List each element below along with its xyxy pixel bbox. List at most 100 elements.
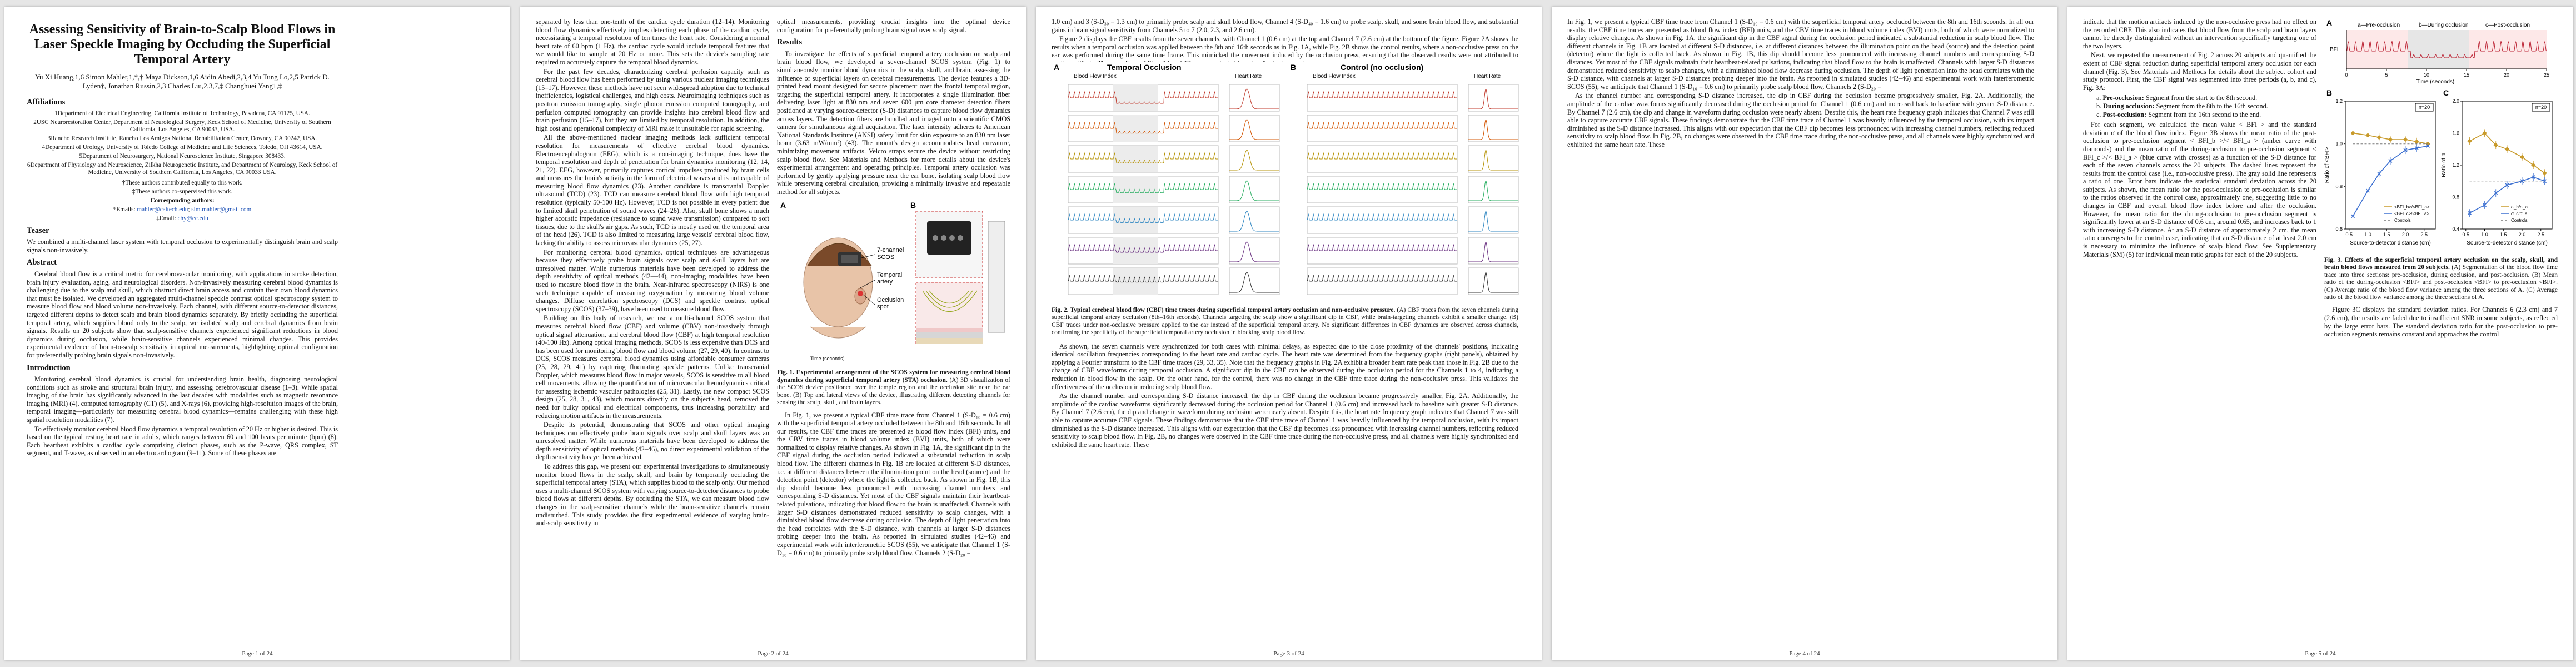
body-paragraph: optical measurements, providing crucial … xyxy=(777,18,1010,34)
channel-waveform xyxy=(1307,244,1457,251)
figure-1-illustration: A 7-channel SCOS Temporal artery Occlusi… xyxy=(780,201,1005,361)
data-point xyxy=(2388,158,2393,163)
figure-1-caption: Fig. 1. Experimental arrangement of the … xyxy=(777,369,1010,406)
sample-size-label: n=20 xyxy=(2419,104,2430,110)
data-point xyxy=(2414,146,2419,150)
fig3a-label-a: a—Pre-occlusion xyxy=(2358,22,2400,28)
figure-2b-subtitle: Blood Flow Index xyxy=(1313,73,1356,79)
y-tick-label: 0.4 xyxy=(2452,226,2459,232)
x-tick-label: 1.0 xyxy=(2481,232,2488,237)
y-tick-label: 1.2 xyxy=(2452,162,2459,168)
heart-rate-frame xyxy=(1229,115,1280,142)
x-tick-label: 1.0 xyxy=(2364,232,2371,237)
y-tick-label: 1.2 xyxy=(2335,98,2343,104)
heart-rate-spectrum xyxy=(1468,211,1518,232)
body-paragraph: In Fig. 1, we present a typical CBF time… xyxy=(777,411,1010,557)
heart-rate-spectrum xyxy=(1229,180,1279,201)
data-point xyxy=(2531,162,2536,168)
body-paragraph: Building on this body of research, we us… xyxy=(536,314,769,420)
body-paragraph: To address this gap, we present our expe… xyxy=(536,462,769,527)
heart-rate-spectrum xyxy=(1468,150,1518,171)
x-tick-label: 10 xyxy=(2424,72,2429,78)
data-point xyxy=(2377,171,2381,176)
sample-size-label: n=20 xyxy=(2535,104,2547,110)
heart-rate-spectrum xyxy=(1229,88,1279,109)
body-paragraph: In Fig. 1, we present a typical CBF time… xyxy=(1567,18,2034,91)
affiliation-item: 5Department of Neurosurgery, National Ne… xyxy=(79,152,286,160)
heart-rate-frame xyxy=(1229,84,1280,112)
co-supervision-note: ‡These authors co-supervised this work. xyxy=(132,188,233,195)
figure-2: A Temporal Occlusion Blood Flow Index He… xyxy=(1052,62,1524,301)
x-tick-label: 15 xyxy=(2464,72,2469,78)
heart-rate-frame xyxy=(1468,237,1519,265)
y-tick-label: 2.0 xyxy=(2452,98,2459,104)
data-point xyxy=(2493,142,2498,148)
channel-waveform xyxy=(1068,275,1218,283)
plot-area xyxy=(2462,101,2553,230)
x-tick-label: 0.5 xyxy=(2462,232,2469,237)
teaser-text: We combined a multi-channel laser system… xyxy=(27,238,338,254)
emails-label: *Emails: xyxy=(113,206,136,213)
fig3a-xlabel: Time (seconds) xyxy=(2416,79,2455,85)
affiliation-item: 4Department of Urology, University of To… xyxy=(42,143,323,151)
figure-2a-title: Temporal Occlusion xyxy=(1107,63,1182,72)
heart-rate-frame xyxy=(1468,176,1519,203)
data-point xyxy=(2376,135,2381,140)
data-point xyxy=(2505,183,2509,187)
fig3a-label-b: b—During occlusion xyxy=(2419,22,2469,28)
channel-waveform xyxy=(1068,152,1218,163)
figure-2a-subtitle: Blood Flow Index xyxy=(1074,73,1117,79)
heart-rate-spectrum xyxy=(1468,272,1518,293)
intro-paragraph-1: Monitoring cerebral blood dynamics is cr… xyxy=(27,375,338,424)
channel-waveform xyxy=(1307,122,1457,129)
y-axis-label: Ratio of σ xyxy=(2441,152,2447,177)
svg-text:B: B xyxy=(910,201,916,210)
legend-entry: Controls xyxy=(2394,218,2411,223)
teaser-heading: Teaser xyxy=(27,226,49,235)
body-paragraph: To investigate the effects of superficia… xyxy=(777,49,1010,196)
x-tick-label: 2.0 xyxy=(2519,232,2526,237)
intro-paragraph-2: To effectively monitor cerebral blood fl… xyxy=(27,425,338,457)
figure-2-traces: A Temporal Occlusion Blood Flow Index He… xyxy=(1054,63,1519,295)
email-link-3[interactable]: chy@ee.edu xyxy=(177,215,208,222)
page-footer: Page 4 of 24 xyxy=(1789,650,1820,657)
equal-contribution-note: †These authors contributed equally to th… xyxy=(122,179,243,186)
sample-size-badge xyxy=(2415,103,2434,112)
email-line-2: ‡Email: chy@ee.edu xyxy=(27,215,338,222)
page-1: Assessing Sensitivity of Brain-to-Scalp … xyxy=(4,7,510,660)
introduction-heading: Introduction xyxy=(27,363,71,372)
data-point xyxy=(2504,147,2510,152)
svg-text:Occlusion: Occlusion xyxy=(877,297,904,303)
heart-rate-frame xyxy=(1468,267,1519,295)
email-link-2[interactable]: sim.mahler@gmail.com xyxy=(191,206,252,213)
page-5-left-column: indicate that the motion artifacts induc… xyxy=(2083,18,2316,645)
x-tick-label: 20 xyxy=(2504,72,2509,78)
fig3a-ylabel: BFI xyxy=(2330,47,2339,53)
figure-3-caption-title: Fig. 3. Effects of the superficial tempo… xyxy=(2324,257,2558,271)
legend-entry: σ_b/σ_a xyxy=(2511,205,2528,210)
occlusion-window xyxy=(1113,237,1158,264)
heart-rate-frame xyxy=(1468,115,1519,142)
email-line: *Emails: mahler@caltech.edu; sim.mahler@… xyxy=(113,206,252,213)
page-footer: Page 3 of 24 xyxy=(1273,650,1304,657)
email-link-1[interactable]: mahler@caltech.edu xyxy=(137,206,188,213)
email3-label: ‡Email: xyxy=(156,215,176,222)
data-point xyxy=(2350,131,2355,136)
fig3a-label-c: c—Post-occlusion xyxy=(2485,22,2530,28)
heart-rate-spectrum xyxy=(1468,89,1518,109)
y-tick-label: 0.8 xyxy=(2452,195,2459,200)
occlusion-window xyxy=(1113,115,1158,142)
occlusion-window xyxy=(1113,176,1158,203)
body-paragraph: For monitoring cerebral blood dynamics, … xyxy=(536,248,769,313)
occlusion-window xyxy=(1113,268,1158,295)
heart-rate-frame xyxy=(1229,237,1280,265)
body-paragraph: Despite its potential, demonstrating tha… xyxy=(536,421,769,461)
y-tick-label: 0.8 xyxy=(2335,183,2343,189)
data-point xyxy=(2403,137,2408,142)
figure-2a-heart-rate-label: Heart Rate xyxy=(1235,73,1262,79)
y-axis-label: Ratio of <BFI> xyxy=(2324,147,2330,183)
data-point xyxy=(2483,203,2487,207)
page-4-column: In Fig. 1, we present a typical CBF time… xyxy=(1567,18,2034,644)
body-paragraph: As shown, the seven channels were synchr… xyxy=(1052,342,1518,391)
paper-title: Assessing Sensitivity of Brain-to-Scalp … xyxy=(29,22,336,67)
